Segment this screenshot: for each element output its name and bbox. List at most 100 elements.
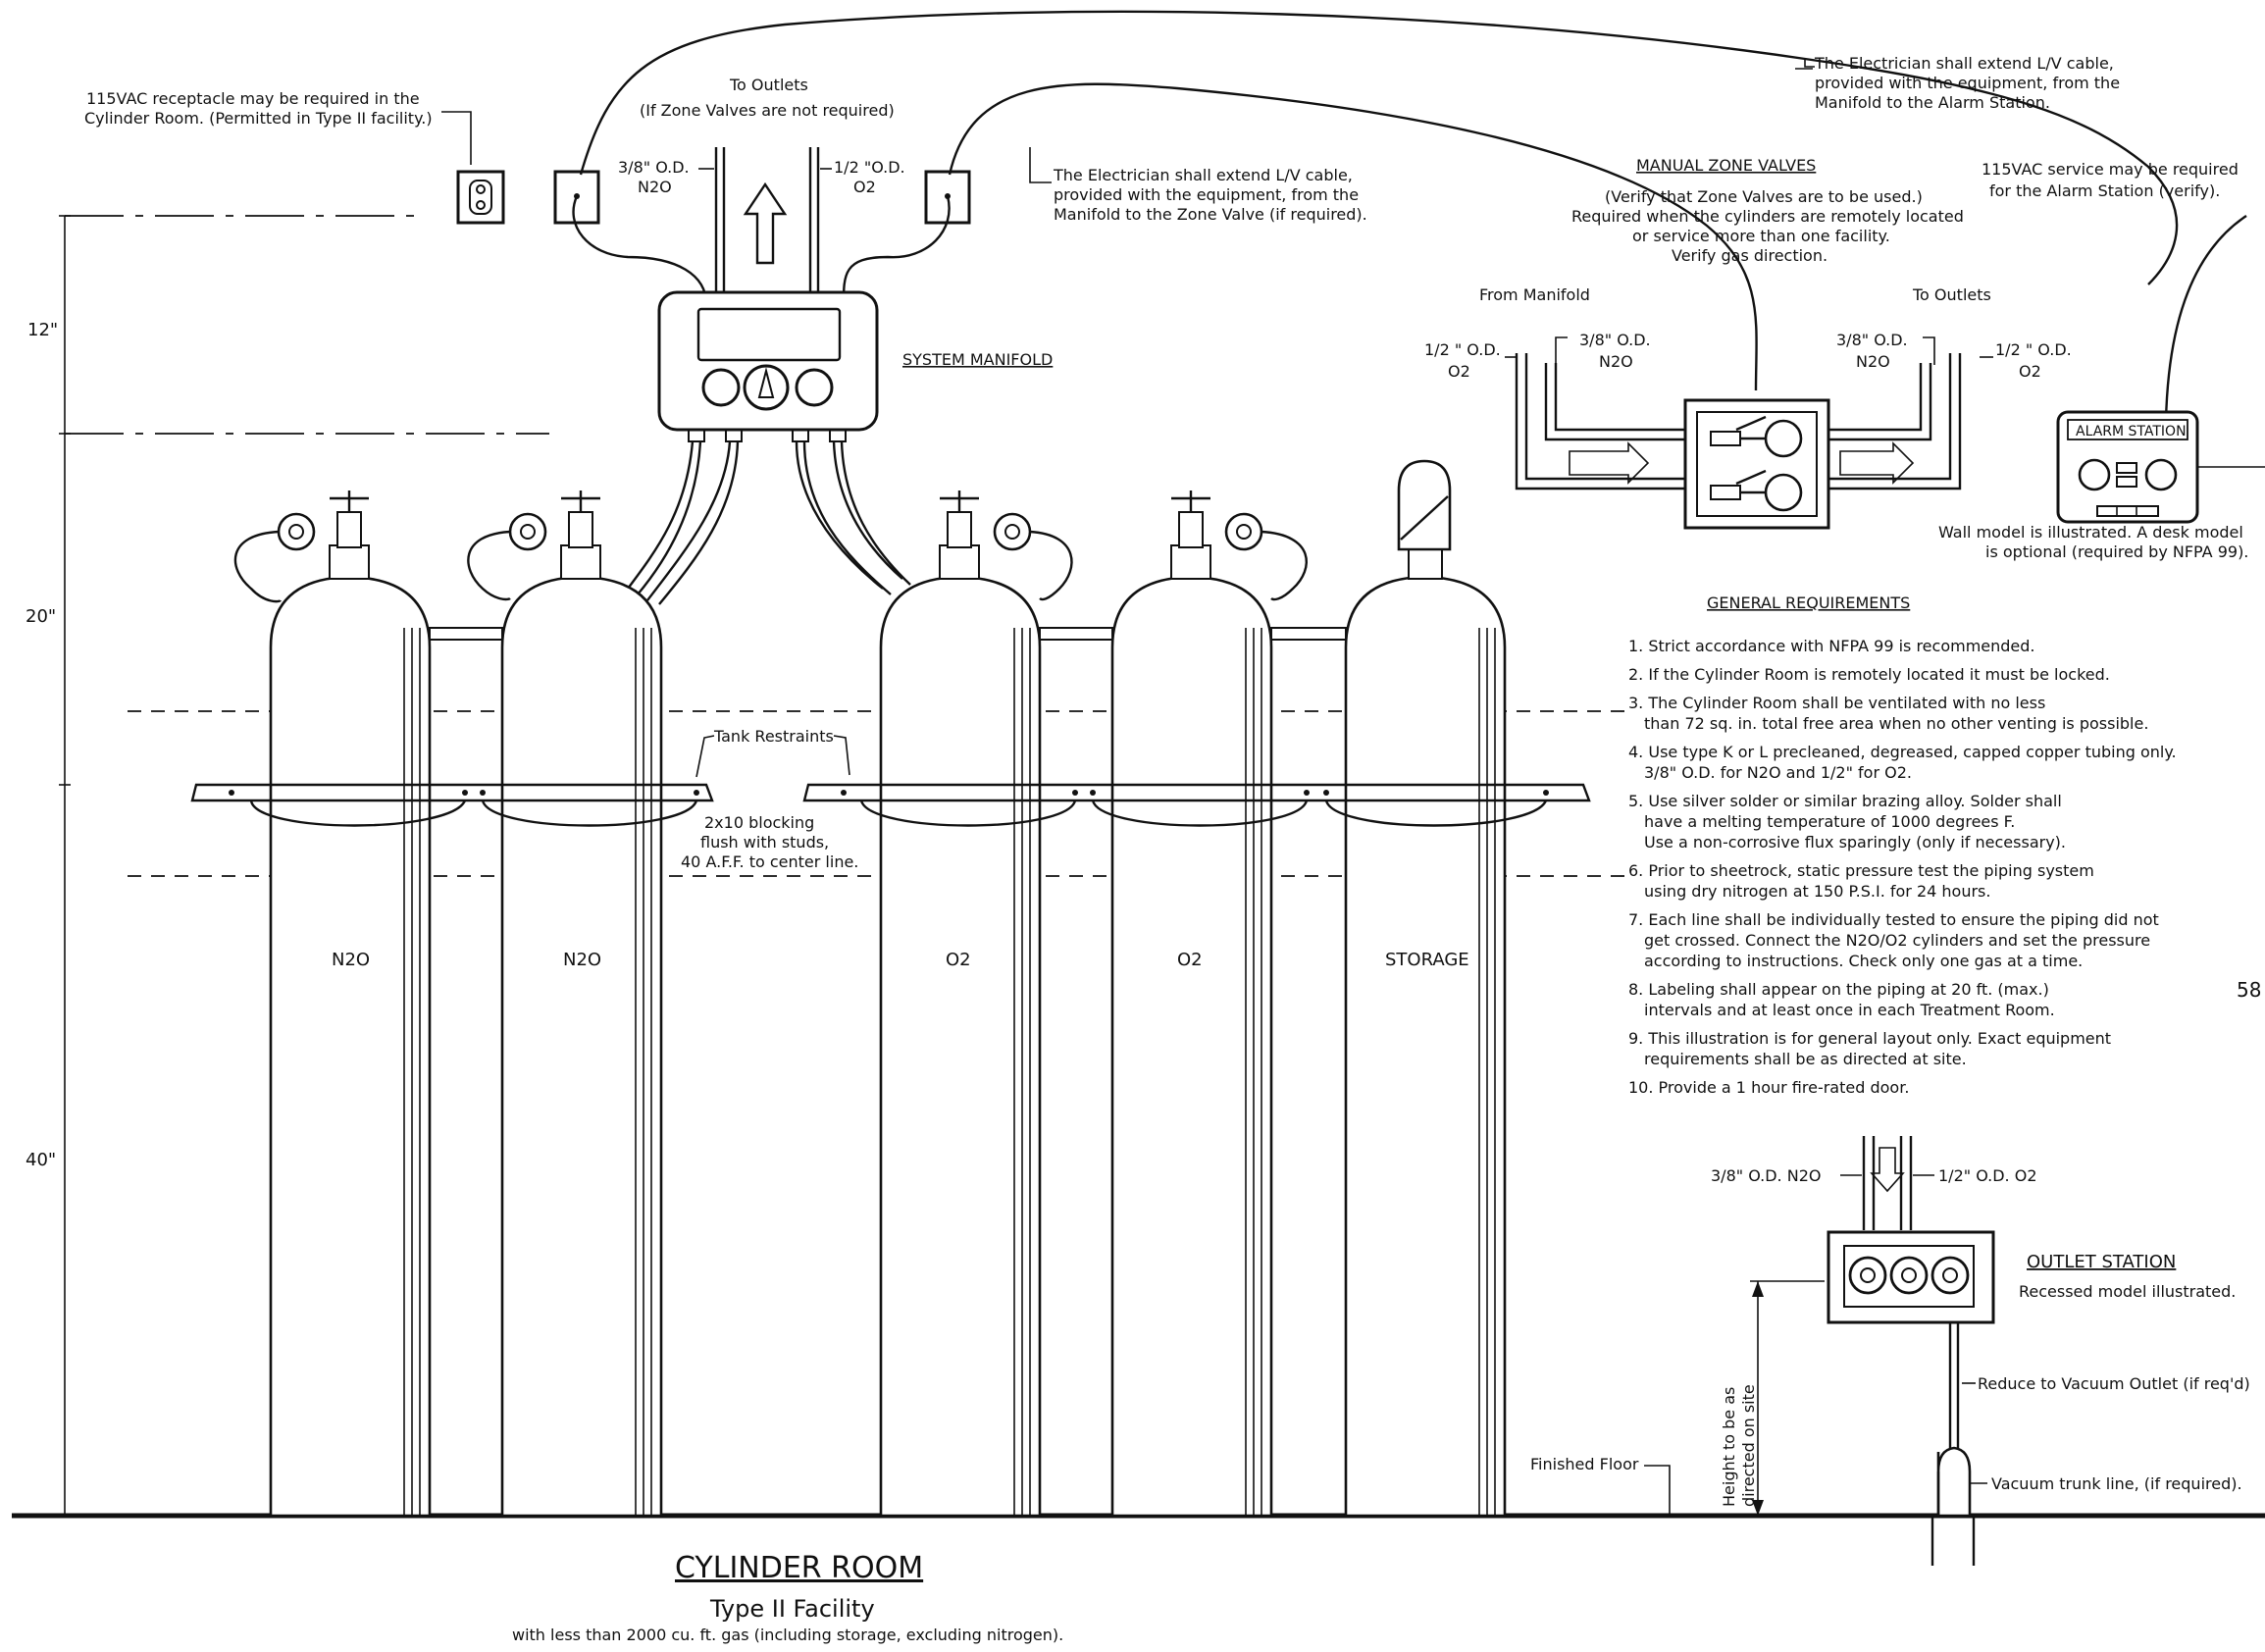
electrician-zone-line-2: provided with the equipment, from the [1054,185,1359,204]
zone-valves-note-4: Verify gas direction. [1672,246,1827,265]
receptacle-note: 115VAC receptacle may be required in the… [84,89,472,165]
cylinder-4-label: O2 [1177,950,1203,970]
requirement-6-line-2: using dry nitrogen at 150 P.S.I. for 24 … [1644,882,1990,901]
cylinder-room-title: CYLINDER ROOM [675,1551,923,1585]
cylinder-3: O2 [879,490,1073,1518]
requirement-5-line-2: have a melting temperature of 1000 degre… [1644,812,2015,831]
blocking-line-1: 2x10 blocking [704,813,814,832]
requirement-2-line-1: 2. If the Cylinder Room is remotely loca… [1628,665,2110,684]
cylinder-5-label: STORAGE [1385,950,1469,970]
tank-restraints: Tank Restraints 2x10 blocking flush with… [190,627,1591,871]
electrician-zone-note: The Electrician shall extend L/V cable, … [1029,147,1367,224]
finished-floor-label: Finished Floor [1530,1455,1639,1473]
tank-restraints-label: Tank Restraints [713,727,834,746]
outlet-station: 3/8" O.D. N2O 1/2" O.D. O2 OUTLET STATIO… [1530,978,2261,1566]
zone-left-o2-gas: O2 [1448,362,1470,381]
requirement-10-line-1: 10. Provide a 1 hour fire-rated door. [1628,1078,1909,1097]
zone-right-n2o-gas: N2O [1856,352,1890,371]
pipe-o2-size: 1/2 "O.D. [834,158,905,177]
general-requirements-list: 1. Strict accordance with NFPA 99 is rec… [1628,637,2177,1097]
requirement-3-line-1: 3. The Cylinder Room shall be ventilated… [1628,694,2045,712]
cylinder-2: N2O [467,490,663,1518]
electrician-zone-line-3: Manifold to the Zone Valve (if required)… [1054,205,1367,224]
receptacle-icon [456,170,505,225]
vacuum-trunk-label: Vacuum trunk line, (if required). [1991,1474,2242,1493]
receptacle-note-line-1: 115VAC receptacle may be required in the [86,89,420,108]
requirement-8-line-2: intervals and at least once in each Trea… [1644,1001,2055,1019]
dimension-40: 40" [26,1150,56,1170]
requirement-9-line-1: 9. This illustration is for general layo… [1628,1029,2111,1048]
pipe-n2o-gas: N2O [638,178,672,196]
outlet-station-title: OUTLET STATION [2027,1252,2176,1272]
receptacle-note-line-2: Cylinder Room. (Permitted in Type II fac… [84,109,433,128]
zone-left-n2o-size: 3/8" O.D. [1579,331,1651,349]
requirement-8-line-1: 8. Labeling shall appear on the piping a… [1628,980,2049,999]
alarm-service-line-2: for the Alarm Station (verify). [1989,181,2220,200]
pipe-o2-gas: O2 [853,178,876,196]
zone-right-o2-gas: O2 [2019,362,2041,381]
manifold-pigtails [627,440,911,605]
requirement-1-line-1: 1. Strict accordance with NFPA 99 is rec… [1628,637,2035,655]
blocking-line-2: flush with studs, [700,833,829,852]
electrician-alarm-note: The Electrician shall extend L/V cable, … [1795,54,2120,112]
pipe-n2o-size: 3/8" O.D. [618,158,690,177]
zone-valves-note-1: (Verify that Zone Valves are to be used.… [1605,187,1923,206]
cylinder-1: N2O [233,490,432,1518]
zone-valves-note-2: Required when the cylinders are remotely… [1571,207,1964,226]
requirement-7-line-1: 7. Each line shall be individually teste… [1628,910,2159,929]
requirement-3-line-2: than 72 sq. in. total free area when no … [1644,714,2148,733]
height-label-line-1: Height to be as [1720,1387,1738,1507]
alarm-service-line-1: 115VAC service may be required [1982,160,2239,179]
outlet-o2-label: 1/2" O.D. O2 [1938,1166,2037,1185]
outlet-n2o-label: 3/8" O.D. N2O [1711,1166,1821,1185]
general-requirements-title: GENERAL REQUIREMENTS [1707,594,1910,612]
zone-left-o2-size: 1/2 " O.D. [1424,340,1501,359]
from-manifold-label: From Manifold [1479,285,1590,304]
cylinder-3-label: O2 [946,950,971,970]
electrician-alarm-line-3: Manifold to the Alarm Station. [1815,93,2050,112]
cylinder-5: STORAGE [1344,459,1507,1518]
cylinder-4: O2 [1110,490,1308,1518]
requirement-6-line-1: 6. Prior to sheetrock, static pressure t… [1628,861,2094,880]
alarm-note-line-2: is optional (required by NFPA 99). [1985,542,2248,561]
to-outlets-top: To Outlets (If Zone Valves are not requi… [618,76,905,294]
zone-valves-title: MANUAL ZONE VALVES [1636,156,1816,175]
to-outlets-zone-label: To Outlets [1912,285,1991,304]
outlet-station-note: Recessed model illustrated. [2019,1282,2236,1301]
zone-left-n2o-gas: N2O [1599,352,1633,371]
cylinder-2-label: N2O [563,950,601,970]
alarm-note-line-1: Wall model is illustrated. A desk model [1938,523,2243,542]
alarm-station: ALARM STATION Wall model is illustrated.… [1938,410,2265,561]
requirement-4-line-1: 4. Use type K or L precleaned, degreased… [1628,743,2177,761]
to-outlets-label: To Outlets [729,76,808,94]
dimension-20: 20" [26,606,56,627]
dimension-12: 12" [27,320,58,340]
reduce-vacuum-label: Reduce to Vacuum Outlet (if req'd) [1978,1374,2250,1393]
electrician-alarm-line-2: provided with the equipment, from the [1815,74,2120,92]
requirement-5-line-1: 5. Use silver solder or similar brazing … [1628,792,2062,810]
requirement-7-line-3: according to instructions. Check only on… [1644,952,2083,970]
page-number-fragment: 58 [2237,978,2261,1002]
alarm-station-label: ALARM STATION [2076,424,2187,439]
to-outlets-condition: (If Zone Valves are not required) [640,101,895,120]
requirement-4-line-2: 3/8" O.D. for N2O and 1/2" for O2. [1644,763,1912,782]
height-label-line-2: directed on site [1739,1384,1758,1507]
cylinder-room-subtitle: Type II Facility [709,1595,875,1623]
requirement-7-line-2: get crossed. Connect the N2O/O2 cylinder… [1644,931,2150,950]
system-manifold: SYSTEM MANIFOLD [657,290,1053,442]
alarm-service-note: 115VAC service may be required for the A… [1982,160,2239,200]
system-manifold-label: SYSTEM MANIFOLD [902,350,1053,369]
cylinder-1-label: N2O [332,950,370,970]
manual-zone-valves: MANUAL ZONE VALVES (Verify that Zone Val… [1424,156,2072,530]
requirement-9-line-2: requirements shall be as directed at sit… [1644,1050,1967,1068]
cylinder-room-title-block: CYLINDER ROOM Type II Facility with less… [512,1551,1063,1644]
electrician-alarm-line-1: The Electrician shall extend L/V cable, [1814,54,2114,73]
zone-right-n2o-size: 3/8" O.D. [1836,331,1908,349]
flow-up-arrow [743,181,788,265]
cylinder-room-note: with less than 2000 cu. ft. gas (includi… [512,1626,1063,1644]
electrician-zone-line-1: The Electrician shall extend L/V cable, [1053,166,1353,184]
requirement-5-line-3: Use a non-corrosive flux sparingly (only… [1644,833,2066,852]
low-voltage-cables [572,10,2247,423]
zone-valves-note-3: or service more than one facility. [1632,227,1890,245]
